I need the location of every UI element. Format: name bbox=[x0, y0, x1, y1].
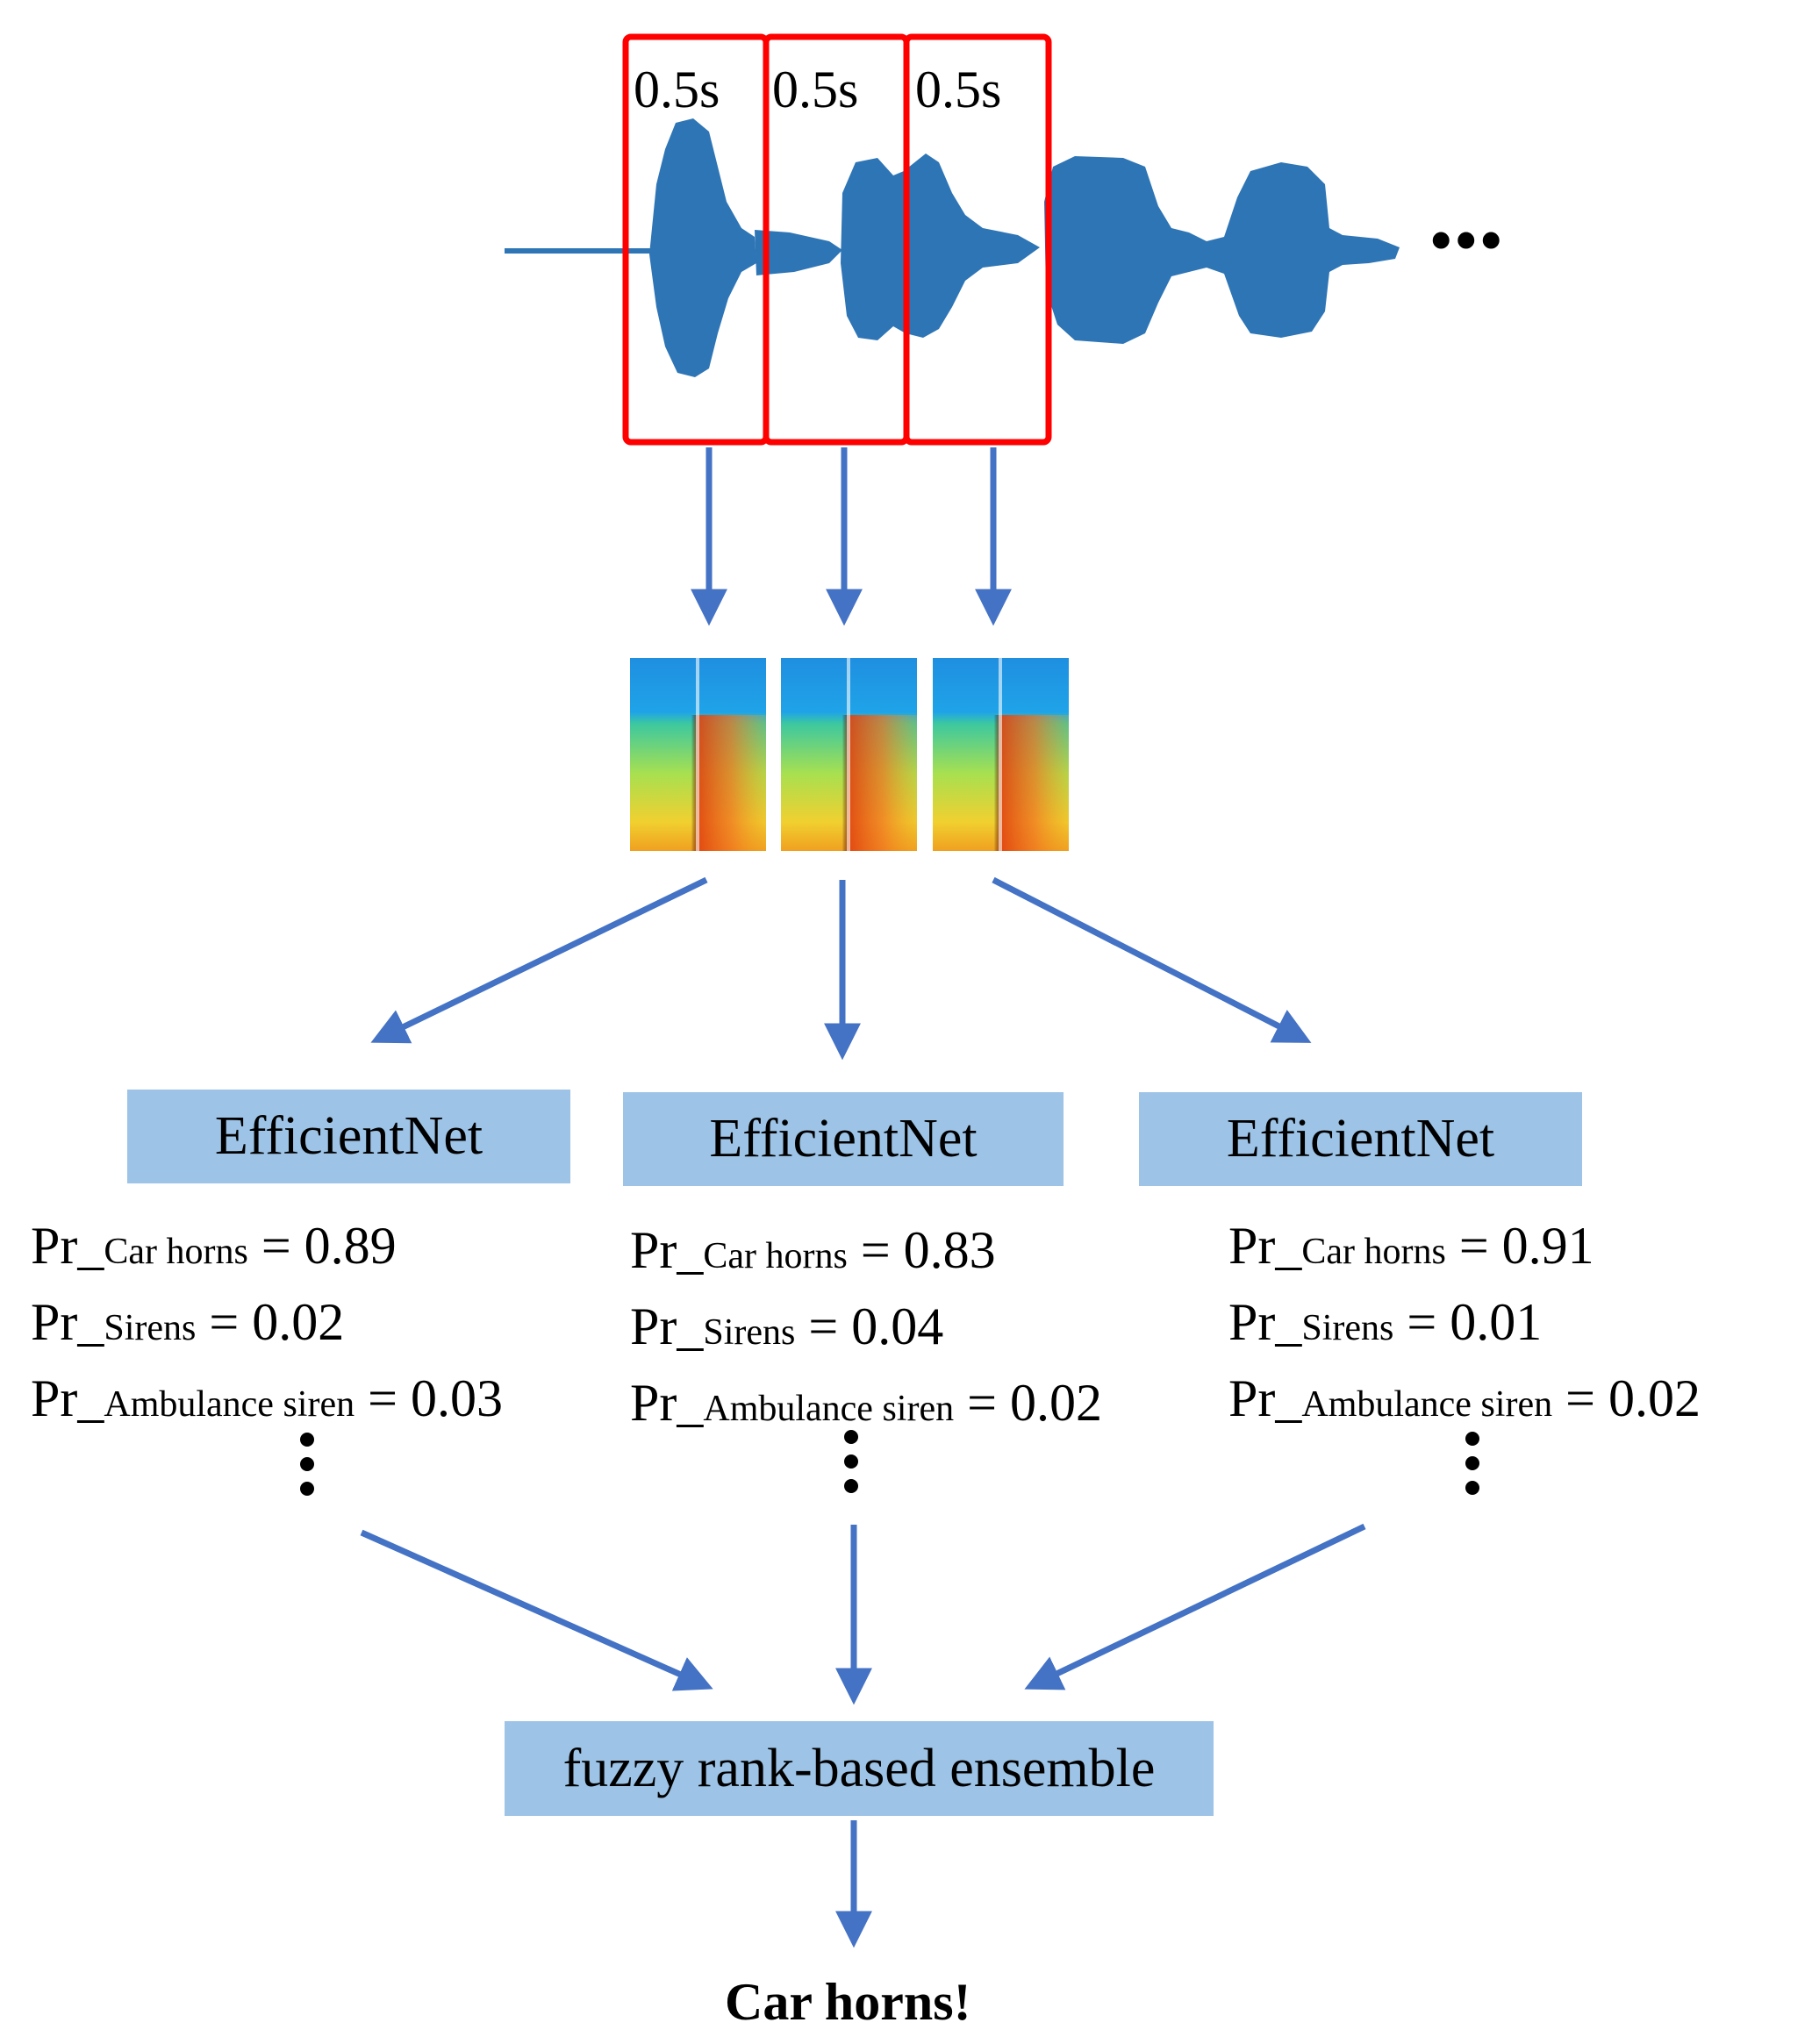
prob-row: Pr_Ambulance siren = 0.02 bbox=[1228, 1369, 1701, 1427]
arrow-spec-model1 bbox=[370, 876, 708, 1044]
prob-row: Pr_Sirens = 0.02 bbox=[31, 1293, 345, 1351]
prob-row: Pr_Sirens = 0.01 bbox=[1228, 1293, 1543, 1351]
prob-row: Pr_Ambulance siren = 0.03 bbox=[31, 1369, 503, 1427]
vertical-ellipsis-2 bbox=[842, 1430, 860, 1504]
window-3-label: 0.5s bbox=[915, 61, 1002, 118]
prob-row: Pr_Ambulance siren = 0.02 bbox=[630, 1374, 1102, 1432]
window-1-label: 0.5s bbox=[634, 61, 720, 118]
vertical-ellipsis-1 bbox=[298, 1433, 316, 1506]
prob-list-3: Pr_Car horns = 0.91 Pr_Sirens = 0.01 Pr_… bbox=[1228, 1211, 1701, 1440]
wave-burst-2 bbox=[841, 154, 1040, 340]
vertical-ellipsis-3 bbox=[1464, 1432, 1481, 1505]
spectrogram-2 bbox=[781, 658, 917, 851]
prob-row: Pr_Car horns = 0.83 bbox=[630, 1221, 996, 1279]
prob-row: Pr_Car horns = 0.89 bbox=[31, 1217, 397, 1275]
result-label: Car horns! bbox=[725, 1973, 971, 2031]
arrow-model3-ensemble bbox=[1024, 1523, 1366, 1690]
window-2-label: 0.5s bbox=[772, 61, 859, 118]
spectrogram-1 bbox=[630, 658, 766, 851]
model-box-3: EfficientNet bbox=[1139, 1092, 1582, 1186]
prob-list-2: Pr_Car horns = 0.83 Pr_Sirens = 0.04 Pr_… bbox=[630, 1215, 1102, 1444]
arrow-model1-ensemble bbox=[360, 1529, 713, 1691]
arrow-spec-model3 bbox=[992, 876, 1312, 1043]
spectrogram-3 bbox=[933, 658, 1069, 851]
model-box-1: EfficientNet bbox=[127, 1090, 570, 1183]
model-box-2: EfficientNet bbox=[623, 1092, 1064, 1186]
window-3 bbox=[903, 33, 1052, 446]
prob-row: Pr_Car horns = 0.91 bbox=[1228, 1217, 1594, 1275]
prob-list-1: Pr_Car horns = 0.89 Pr_Sirens = 0.02 Pr_… bbox=[31, 1211, 503, 1440]
wave-connector-1 bbox=[755, 230, 842, 275]
prob-row: Pr_Sirens = 0.04 bbox=[630, 1297, 944, 1355]
wave-burst-3 bbox=[1044, 156, 1400, 344]
ensemble-box: fuzzy rank-based ensemble bbox=[505, 1721, 1214, 1816]
audio-waveform bbox=[505, 118, 1400, 377]
continuation-dots: ••• bbox=[1430, 207, 1506, 275]
wave-burst-1 bbox=[649, 118, 756, 377]
